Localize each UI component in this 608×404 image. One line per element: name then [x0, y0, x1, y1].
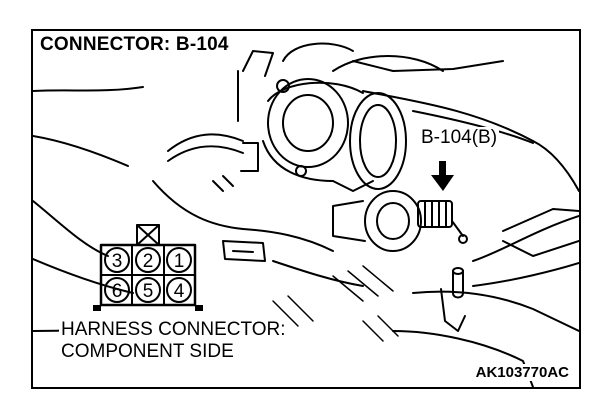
pin-5 [135, 277, 161, 303]
diagram-title: CONNECTOR: B-104 [37, 34, 232, 56]
pin-4 [166, 277, 192, 303]
pin-3 [104, 247, 130, 273]
hatch-lines [272, 265, 399, 342]
diagram-frame: 3 2 1 6 5 4 CONNECTOR: B-104 B-104(B) HA… [31, 29, 581, 389]
pin-label: 6 [112, 281, 123, 302]
pin-label: 5 [143, 281, 154, 302]
pin-label: 4 [174, 281, 185, 302]
pin-label: 1 [174, 251, 185, 272]
pin-2 [135, 247, 161, 273]
pin-label: 2 [143, 251, 154, 272]
mounting-bracket [392, 208, 579, 387]
wiring-harness [152, 133, 364, 287]
pin-6 [104, 277, 130, 303]
connector-callout-label: B-104(B) [419, 127, 500, 149]
harness-caption-line2: COMPONENT SIDE [61, 341, 234, 362]
harness-caption-line1: HARNESS CONNECTOR: [61, 319, 286, 340]
harness-connector-face: 3 2 1 6 5 4 [93, 224, 203, 311]
pin-1 [166, 247, 192, 273]
figure-code: AK103770AC [473, 364, 571, 381]
pin-label: 3 [112, 251, 123, 272]
sensor-component [332, 190, 468, 252]
throttle-body [237, 42, 407, 192]
engine-illustration: 3 2 1 6 5 4 [33, 42, 579, 387]
callout-arrow [431, 161, 454, 191]
harness-caption: HARNESS CONNECTOR: COMPONENT SIDE [59, 319, 290, 364]
